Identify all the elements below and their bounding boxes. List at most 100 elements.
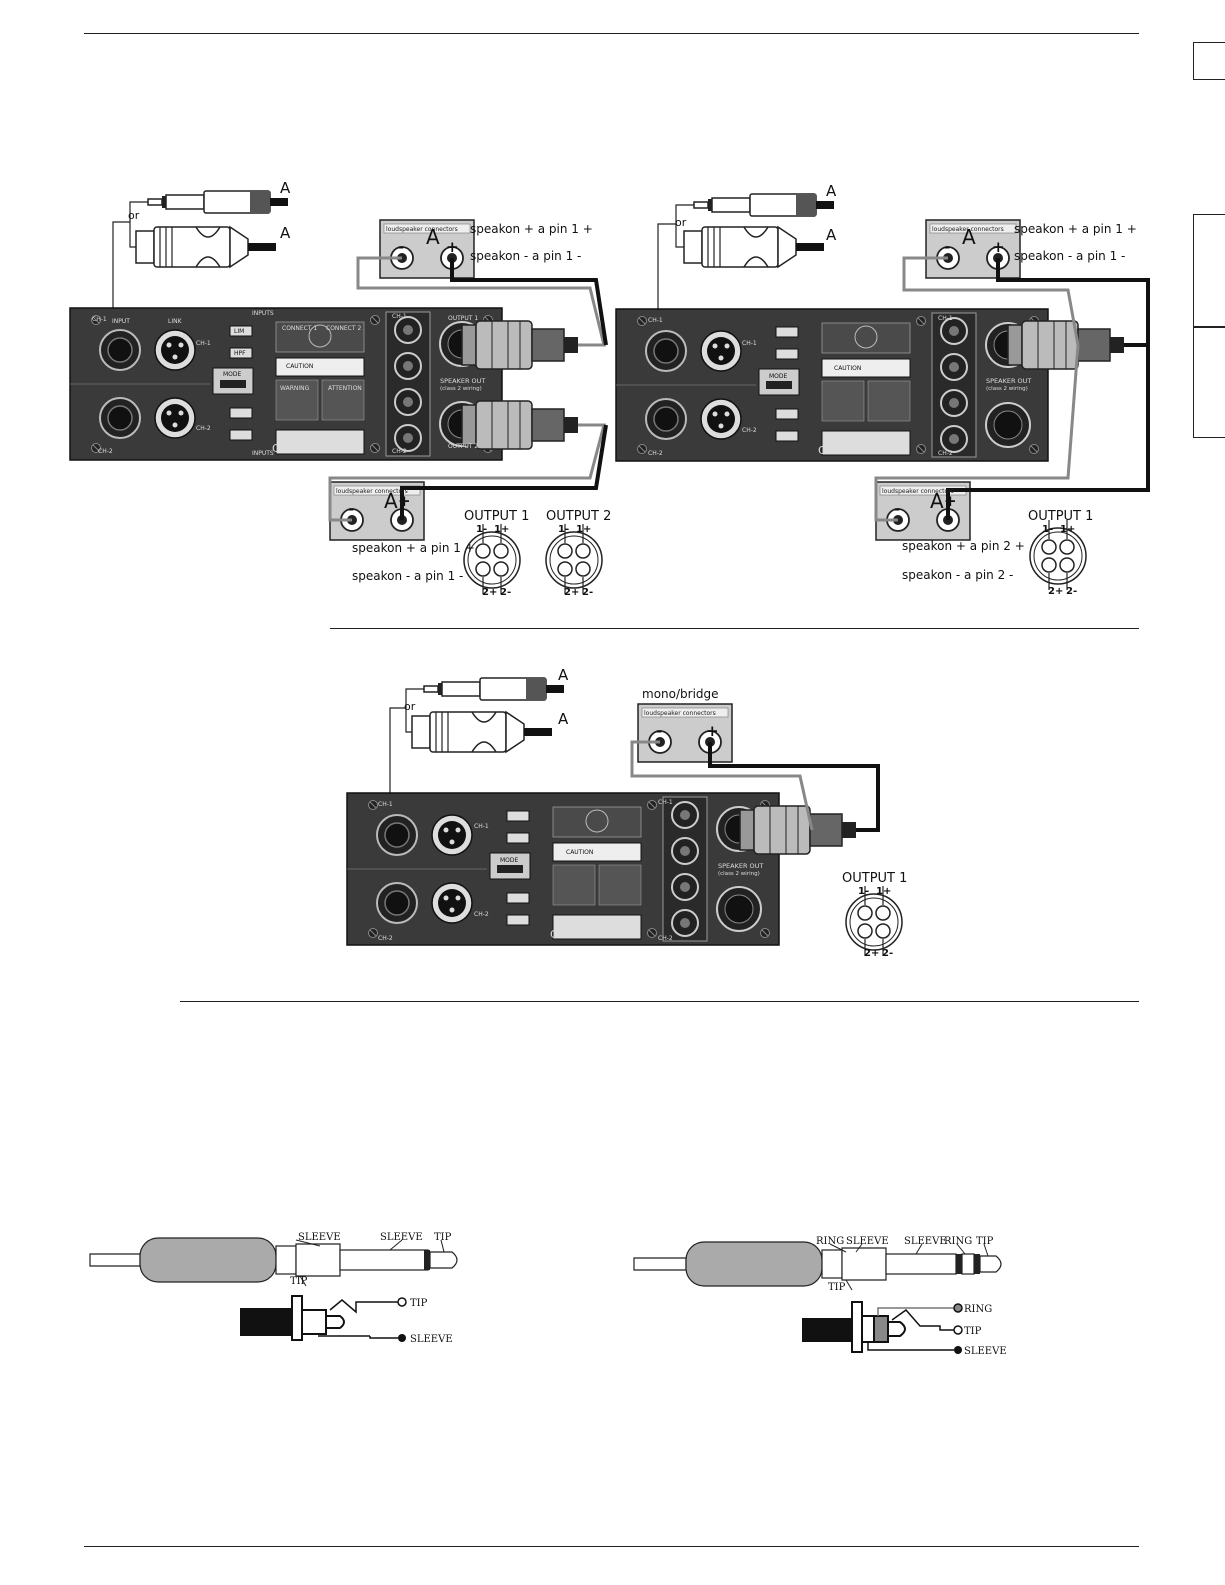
pin-number: 1- — [1042, 524, 1053, 535]
panel-label: CAUTION — [286, 363, 313, 370]
panel-label: ATTENTION — [328, 385, 362, 392]
panel-label: MODE — [500, 857, 519, 864]
pin-label: speakon + a pin 2 + — [902, 539, 1025, 553]
minus-sign: - — [656, 722, 662, 740]
pin-label: speakon + a pin 1 + — [1014, 222, 1137, 236]
panel-label: OUTPUT 2 — [448, 443, 478, 450]
diagram-parallel — [616, 193, 1150, 591]
ce-mark: CE — [818, 444, 833, 457]
jack-label: RING — [944, 1236, 972, 1247]
pin-number: 1+ — [494, 524, 509, 535]
jack-label: SLEEVE — [904, 1236, 947, 1247]
section-rule-1 — [330, 628, 1139, 629]
panel-label: HPF — [234, 350, 246, 357]
jack-label: TIP — [410, 1298, 428, 1309]
plus-sign: + — [706, 722, 719, 740]
jack-label: SLEEVE — [410, 1334, 453, 1345]
panel-label: INPUTS — [252, 450, 274, 457]
panel-label: CH-1 — [648, 317, 663, 324]
panel-label: CONNECT 1 — [282, 325, 317, 332]
pin-number: 1- — [858, 886, 869, 897]
pin-number: 2- — [582, 587, 593, 598]
panel-label: LIM — [234, 328, 244, 335]
pin-number: 2- — [1066, 586, 1077, 597]
panel-label: CH-2 — [378, 935, 393, 942]
mono-jack-diagram — [89, 1237, 458, 1342]
plus-sign: + — [992, 238, 1005, 256]
panel-label: CAUTION — [834, 365, 861, 372]
panel-label: CH-2 — [658, 935, 673, 942]
minus-sign: - — [348, 500, 354, 518]
pin-label: speakon - a pin 1 - — [470, 249, 581, 263]
panel-label: SPEAKER OUT — [718, 862, 763, 870]
panel-label: CH-1 — [392, 313, 407, 320]
minus-sign: - — [944, 238, 950, 256]
panel-label: (class 2 wiring) — [718, 871, 760, 877]
speakon-face-icon — [1029, 519, 1087, 591]
panel-label: CONNECT 2 — [326, 325, 361, 332]
panel-label: LINK — [168, 318, 183, 325]
output-label: OUTPUT 1 — [842, 871, 907, 886]
pin-number: 1+ — [876, 886, 891, 897]
plus-sign: + — [398, 492, 411, 510]
panel-label: (class 2 wiring) — [440, 386, 482, 392]
connector-box-title: loudspeaker connectors — [386, 226, 458, 233]
jack-label: RING — [816, 1236, 844, 1247]
panel-label: OUTPUT 1 — [448, 315, 478, 322]
pin-label: speakon + a pin 1 + — [470, 222, 593, 236]
panel-label: CH-1 — [378, 801, 393, 808]
amplifier-rear-panel — [347, 793, 779, 945]
panel-label: MODE — [223, 371, 242, 378]
output-label: OUTPUT 2 — [546, 509, 611, 524]
mode-label: mono/bridge — [642, 687, 719, 701]
panel-label: CH-1 — [196, 340, 211, 347]
panel-label: CH-1 — [938, 315, 953, 322]
plug-label: A — [280, 224, 291, 242]
pin-number: 2- — [882, 948, 893, 959]
pin-number: 1+ — [1060, 524, 1075, 535]
panel-label: (class 2 wiring) — [986, 386, 1028, 392]
panel-label: CH-2 — [938, 450, 953, 457]
plug-label: A — [962, 225, 976, 249]
section-rule-2 — [180, 1001, 1139, 1002]
jack-label: RING — [964, 1304, 992, 1315]
pin-number: 1+ — [576, 524, 591, 535]
panel-label: SPEAKER OUT — [986, 377, 1031, 385]
panel-label: MODE — [769, 373, 788, 380]
diagram-stereo — [70, 190, 608, 595]
amplifier-rear-panel — [616, 309, 1048, 461]
pin-number: 2+ — [482, 587, 497, 598]
or-label: or — [128, 209, 140, 222]
jack-label: SLEEVE — [964, 1346, 1007, 1357]
plug-label: A — [558, 710, 569, 728]
side-tab-3 — [1193, 326, 1225, 438]
diagram-bridge — [347, 677, 903, 957]
plug-label: A — [558, 666, 569, 684]
minus-sign: - — [894, 500, 900, 518]
panel-label: SPEAKER OUT — [440, 377, 485, 385]
jack-plug-icon — [423, 677, 565, 701]
jack-label: TIP — [976, 1236, 994, 1247]
panel-label: CH-2 — [392, 448, 407, 455]
stereo-jack-diagram — [633, 1241, 1002, 1354]
output-label: OUTPUT 1 — [464, 509, 529, 524]
panel-label: CH-1 — [92, 316, 107, 323]
panel-label: WARNING — [280, 385, 310, 392]
speakon-face-icon — [463, 523, 521, 595]
bottom-rule — [84, 1546, 1139, 1547]
panel-label: CH-1 — [474, 823, 489, 830]
pin-number: 1- — [558, 524, 569, 535]
output-label: OUTPUT 1 — [1028, 509, 1093, 524]
plug-label: A — [826, 226, 837, 244]
plug-label: A — [826, 182, 837, 200]
jack-label: TIP — [434, 1232, 452, 1243]
connector-box-title: loudspeaker connectors — [882, 488, 954, 495]
panel-label: CAUTION — [566, 849, 593, 856]
panel-label: CH-2 — [196, 425, 211, 432]
plus-sign: + — [944, 492, 957, 510]
panel-label: CH-1 — [658, 799, 673, 806]
minus-sign: - — [398, 238, 404, 256]
pin-label: speakon - a pin 1 - — [1014, 249, 1125, 263]
panel-label: CH-2 — [742, 427, 757, 434]
